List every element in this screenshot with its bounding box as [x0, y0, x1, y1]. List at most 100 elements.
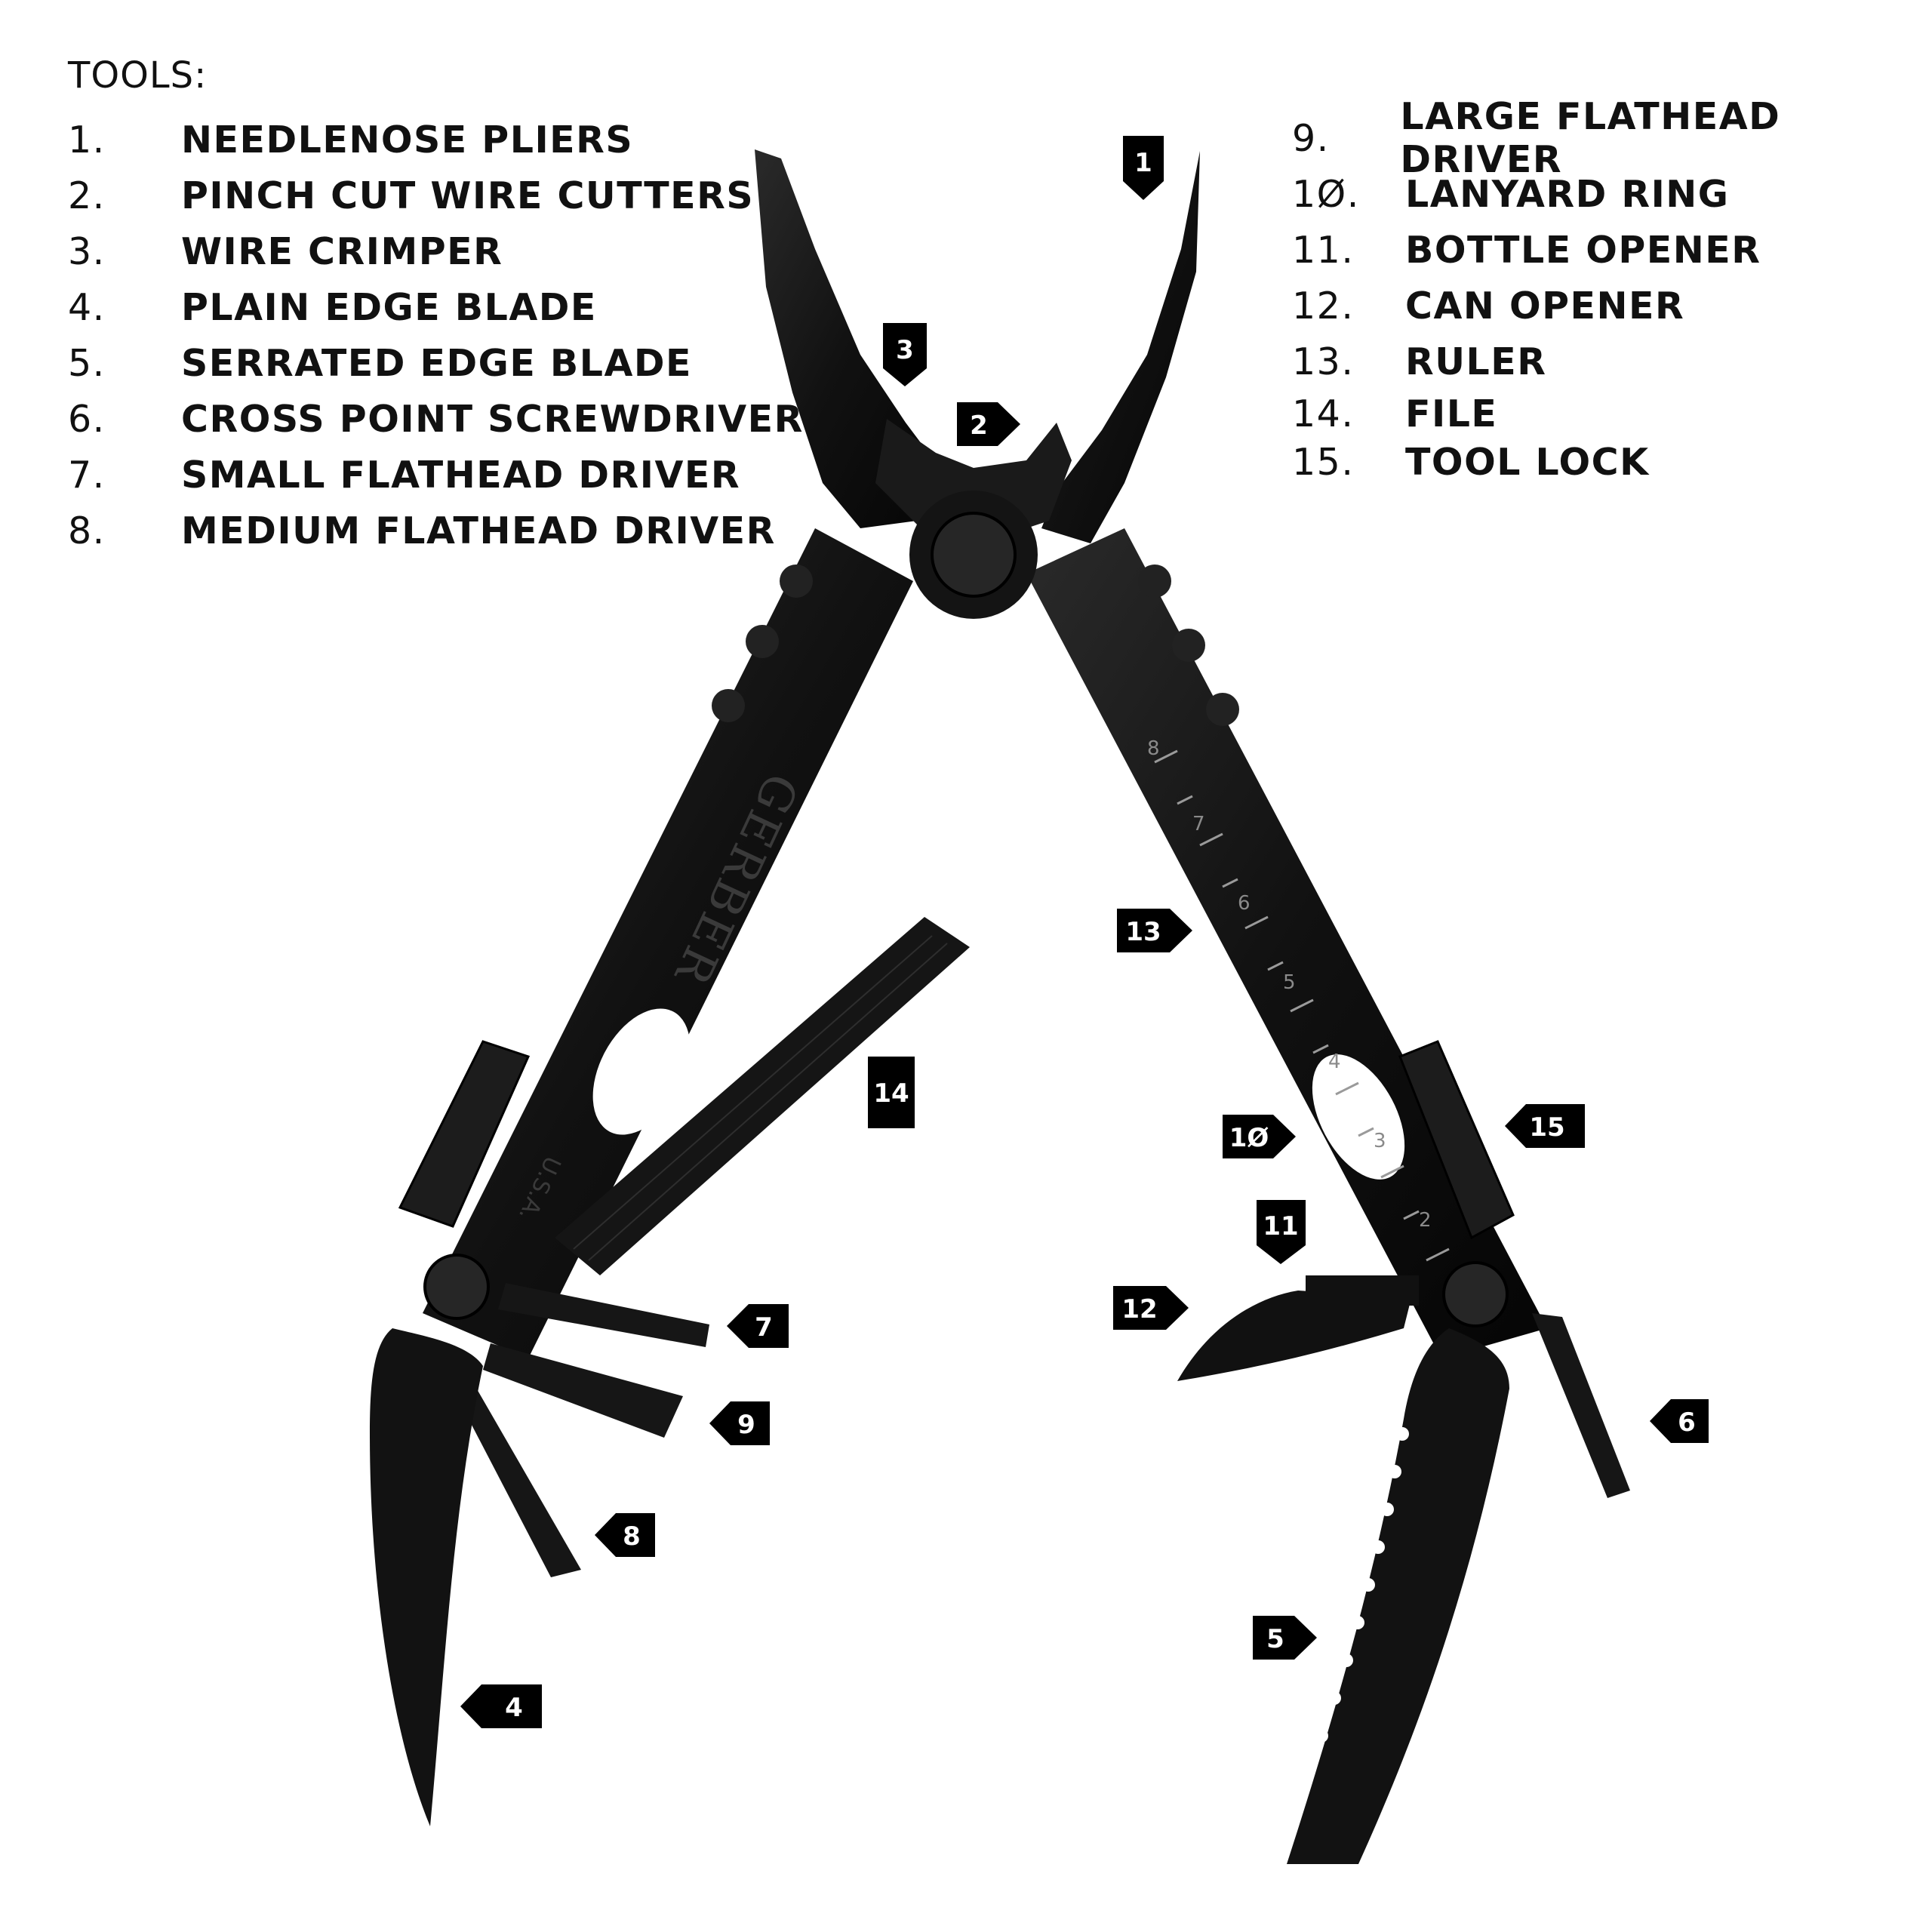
callout-tag [1113, 1286, 1189, 1330]
tool-name: SMALL FLATHEAD DRIVER [181, 453, 741, 497]
ruler-number: 7 [1192, 813, 1205, 835]
callout-tag [727, 1304, 789, 1348]
medium-flathead-driver [453, 1374, 581, 1577]
rivet [712, 689, 745, 722]
tools-list-right: 9.LARGE FLATHEAD DRIVER 1Ø.LANYARD RING … [1292, 95, 1932, 486]
tool-item: 15. TOOL LOCK [1292, 438, 1932, 486]
callout-label: 11 [1263, 1211, 1298, 1241]
callout-label: 7 [755, 1312, 773, 1343]
callout-2: 2 [957, 402, 1020, 446]
tool-name: WIRE CRIMPER [181, 229, 503, 273]
left-pivot-bolt [423, 1254, 490, 1320]
tool-item: 5. SERRATED EDGE BLADE [68, 335, 804, 391]
tool-name: PLAIN EDGE BLADE [181, 285, 597, 329]
tool-name: BOTTLE OPENER [1405, 228, 1761, 272]
right-plier-jaw [1041, 151, 1200, 543]
tool-number: 8. [68, 509, 106, 552]
callout-label: 4 [505, 1693, 523, 1723]
tool-item: 4.PLAIN EDGE BLADE [68, 279, 804, 335]
tool-item: 12. CAN OPENER [1292, 278, 1932, 334]
tools-heading: TOOLS: [68, 54, 208, 97]
left-handle [423, 528, 913, 1358]
file-texture [573, 935, 948, 1261]
callout-3: 3 [883, 323, 927, 386]
tool-name: MEDIUM FLATHEAD DRIVER [181, 509, 776, 552]
tool-item: 8. MEDIUM FLATHEAD DRIVER [68, 503, 804, 558]
callout-11: 11 [1257, 1200, 1306, 1264]
callout-label: 14 [873, 1078, 909, 1109]
callout-8: 8 [595, 1513, 655, 1557]
rivet [1206, 693, 1239, 726]
handle-cutout [592, 1008, 691, 1135]
callout-label: 1Ø [1229, 1123, 1269, 1153]
tool-name: RULER [1405, 340, 1547, 383]
callout-label: 13 [1125, 917, 1161, 947]
ruler-number: 2 [1419, 1209, 1432, 1232]
tool-item: 13. RULER [1292, 334, 1932, 389]
tool-item: 14.FILE [1292, 389, 1932, 438]
bottle-opener [1306, 1275, 1419, 1306]
callout-tag [883, 323, 927, 386]
tool-number: 2. [68, 174, 106, 217]
tool-name: SERRATED EDGE BLADE [181, 341, 693, 385]
right-handle [1026, 528, 1547, 1358]
right-tool-lock [1398, 1040, 1515, 1240]
callout-4: 4 [460, 1684, 542, 1728]
callout-label: 5 [1266, 1624, 1284, 1654]
tool-number: 12. [1292, 284, 1355, 328]
tool-number: 14. [1292, 392, 1355, 435]
callout-tag [1253, 1616, 1317, 1660]
rivet [1172, 629, 1205, 662]
callout-12: 12 [1113, 1286, 1189, 1330]
tool-item: 2. PINCH CUT WIRE CUTTERS [68, 168, 804, 223]
tool-item: 11.BOTTLE OPENER [1292, 222, 1932, 278]
tool-name: CAN OPENER [1405, 284, 1685, 328]
callout-label: 1 [1134, 148, 1152, 178]
callout-7: 7 [727, 1304, 789, 1348]
callout-tag [1650, 1399, 1709, 1443]
tool-name: LANYARD RING [1405, 172, 1730, 216]
callout-label: 9 [737, 1410, 755, 1440]
right-pivot-bolt [1442, 1261, 1509, 1327]
tool-name: PINCH CUT WIRE CUTTERS [181, 174, 755, 217]
callout-1: 1 [1123, 136, 1164, 200]
tool-number: 1. [68, 118, 106, 162]
callout-13: 13 [1117, 909, 1192, 952]
ruler-number: 3 [1374, 1130, 1386, 1152]
callout-tag [595, 1513, 655, 1557]
callout-label: 2 [970, 411, 988, 441]
callout-label: 6 [1678, 1407, 1696, 1438]
callout-tag [1123, 136, 1164, 200]
tool-number: 9. [1292, 116, 1330, 160]
tool-number: 5. [68, 341, 106, 385]
callout-tag [1223, 1115, 1296, 1158]
serration-teeth [1287, 1427, 1409, 1818]
callout-label: 3 [896, 335, 914, 365]
tool-item: 1Ø.LANYARD RING [1292, 166, 1932, 222]
serrated-edge-blade [1287, 1328, 1509, 1864]
callout-label: 15 [1529, 1112, 1564, 1143]
ruler-number: 4 [1328, 1051, 1341, 1073]
pivot-bolt-head [931, 512, 1017, 598]
handle-cutout [1312, 1054, 1405, 1180]
wire-cutter-jaws [875, 419, 1072, 543]
callout-tag [709, 1401, 770, 1445]
tool-name: TOOL LOCK [1405, 440, 1650, 484]
cross-point-screwdriver [1532, 1313, 1630, 1498]
tool-number: 6. [68, 397, 106, 441]
tool-item: 6.CROSS POINT SCREWDRIVER [68, 391, 804, 447]
can-opener [1177, 1291, 1411, 1381]
small-flathead-driver [498, 1283, 709, 1347]
callout-6: 6 [1650, 1399, 1709, 1443]
callout-15: 15 [1505, 1104, 1585, 1148]
tool-number: 7. [68, 453, 106, 497]
ruler-number: 6 [1238, 892, 1251, 915]
ruler-numbers: 8 7 6 5 4 3 2 1 [1147, 737, 1473, 1307]
callout-label: 8 [623, 1521, 641, 1552]
tool-number: 15. [1292, 440, 1355, 484]
callout-tag [1505, 1104, 1585, 1148]
callout-14: 14 [868, 1057, 915, 1128]
tool-number: 13. [1292, 340, 1355, 383]
callout-9: 9 [709, 1401, 770, 1445]
